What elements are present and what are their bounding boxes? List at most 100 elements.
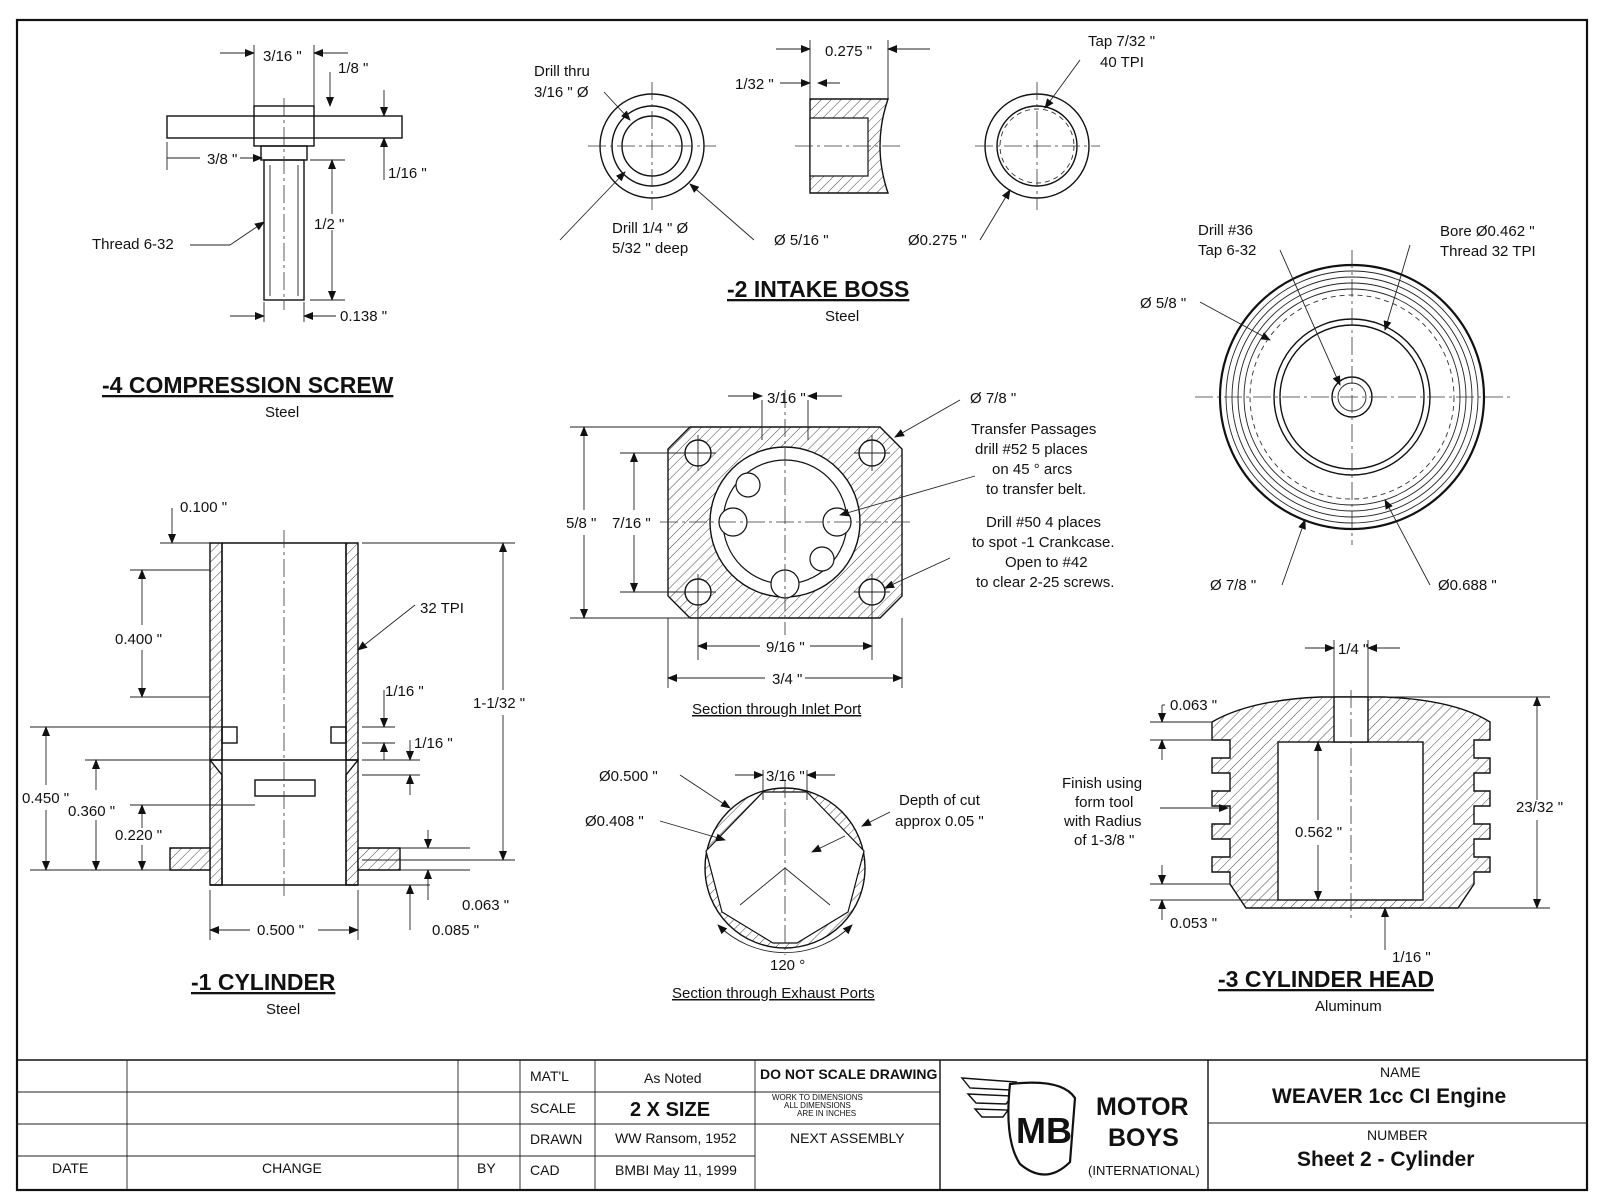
inlet-port-section: 3/16 " Ø 7/8 " 5/8 " 7/16 " 9/16 " 3/4 "… xyxy=(566,390,1115,718)
dim-text: Ø0.688 " xyxy=(1438,577,1497,594)
compression-screw-view: 3/16 " 1/8 " 3/8 " 1/16 " 1/2 " Thread 6… xyxy=(92,45,427,421)
dim-text: 0.500 " xyxy=(257,922,304,939)
exhaust-port-section: Ø0.500 " 3/16 " Ø0.408 " Depth of cut ap… xyxy=(585,768,984,1002)
cylinder-view: 0.100 " 0.400 " 32 TPI 1/16 " 1/16 " 1-1… xyxy=(22,499,525,1018)
dim-text: Depth of cut xyxy=(899,792,981,809)
dim-text: 0.063 " xyxy=(462,897,509,914)
cylinder-head-section: 1/4 " 0.063 " 23/32 " 0.562 " 0.053 " 1/… xyxy=(1062,640,1563,1015)
dim-text: 1/16 " xyxy=(388,165,427,182)
logo-line2: BOYS xyxy=(1108,1124,1179,1152)
dim-text: 0.275 " xyxy=(825,43,872,60)
revision-by-header: BY xyxy=(477,1160,496,1176)
dim-text: 0.138 " xyxy=(340,308,387,325)
title-block: DATE CHANGE BY MAT'L As Noted SCALE 2 X … xyxy=(17,1059,1587,1190)
motor-boys-logo: MB MOTOR BOYS (INTERNATIONAL) xyxy=(960,1077,1200,1178)
number-label: NUMBER xyxy=(1367,1127,1428,1143)
dim-text: 120 ° xyxy=(770,957,805,974)
dim-text: Ø0.500 " xyxy=(599,768,658,785)
dim-text: Ø0.275 " xyxy=(908,232,967,249)
dim-text: 5/8 " xyxy=(566,515,596,532)
dim-text: 3/16 " xyxy=(263,48,302,65)
dim-text: Drill #36 xyxy=(1198,222,1253,239)
dim-text: 1-1/32 " xyxy=(473,695,525,712)
note-text: Drill #50 4 places xyxy=(986,514,1101,531)
sheet-border xyxy=(15,18,1589,1192)
dim-text: 1/8 " xyxy=(338,60,368,77)
note-text: drill #52 5 places xyxy=(975,441,1088,458)
dim-text: 0.085 " xyxy=(432,922,479,939)
do-not-scale-notice: DO NOT SCALE DRAWING xyxy=(760,1066,937,1082)
note-text: with Radius xyxy=(1063,813,1142,830)
matl-value: As Noted xyxy=(644,1070,702,1086)
dim-text: Ø0.408 " xyxy=(585,813,644,830)
dim-text: Ø 7/8 " xyxy=(970,390,1016,407)
dim-text: 3/16 " xyxy=(766,768,805,785)
cad-value: BMBI May 11, 1999 xyxy=(615,1162,737,1178)
note-text: Transfer Passages xyxy=(971,421,1096,438)
dim-text: 0.053 " xyxy=(1170,915,1217,932)
notice-small-text: WORK TO DIMENSIONS xyxy=(772,1093,863,1102)
dim-text: 0.562 " xyxy=(1295,824,1342,841)
dim-text: 23/32 " xyxy=(1516,799,1563,816)
note-text: on 45 ° arcs xyxy=(992,461,1072,478)
part-material: Aluminum xyxy=(1315,998,1382,1015)
dim-text: Ø 5/8 " xyxy=(1140,295,1186,312)
part-title: -3 CYLINDER HEAD xyxy=(1218,966,1434,992)
note-text: form tool xyxy=(1075,794,1133,811)
dim-text: 1/4 " xyxy=(1338,641,1368,658)
dim-text: approx 0.05 " xyxy=(895,813,984,830)
note-text: to spot -1 Crankcase. xyxy=(972,534,1115,551)
note-text: Open to #42 xyxy=(1005,554,1088,571)
dim-text: Thread 32 TPI xyxy=(1440,243,1536,260)
drawing-number: Sheet 2 - Cylinder xyxy=(1297,1148,1474,1171)
dim-text: 0.360 " xyxy=(68,803,115,820)
scale-label: SCALE xyxy=(530,1100,576,1116)
part-title: -4 COMPRESSION SCREW xyxy=(102,372,394,398)
logo-line1: MOTOR xyxy=(1096,1093,1189,1121)
dim-text: 7/16 " xyxy=(612,515,651,532)
dim-text: 3/8 " xyxy=(207,151,237,168)
drawing-name: WEAVER 1cc CI Engine xyxy=(1272,1085,1506,1108)
cylinder-head-plan-view: Drill #36 Tap 6-32 Bore Ø0.462 " Thread … xyxy=(1140,222,1536,594)
next-assembly-label: NEXT ASSEMBLY xyxy=(790,1130,905,1146)
notice-small-text: ARE IN INCHES xyxy=(797,1109,856,1118)
note-text: of 1-3/8 " xyxy=(1074,832,1134,849)
dim-text: 1/16 " xyxy=(1392,949,1431,966)
dim-text: 3/4 " xyxy=(772,671,802,688)
intake-boss-view: Drill thru 3/16 " Ø Drill 1/4 " Ø 5/32 "… xyxy=(534,33,1155,325)
dim-text: Ø 7/8 " xyxy=(1210,577,1256,594)
dim-text: 9/16 " xyxy=(766,639,805,656)
dim-text: 0.100 " xyxy=(180,499,227,516)
dim-text: 1/16 " xyxy=(414,735,453,752)
logo-line3: (INTERNATIONAL) xyxy=(1088,1163,1200,1178)
cad-label: CAD xyxy=(530,1162,560,1178)
part-material: Steel xyxy=(266,1001,300,1018)
dim-text: Drill thru xyxy=(534,63,590,80)
part-material: Steel xyxy=(265,404,299,421)
logo-monogram: MB xyxy=(1016,1110,1072,1151)
name-label: NAME xyxy=(1380,1064,1420,1080)
dim-text: 0.450 " xyxy=(22,790,69,807)
dim-text: Tap 6-32 xyxy=(1198,242,1256,259)
notice-small-text: ALL DIMENSIONS xyxy=(784,1101,851,1110)
dim-text: 0.063 " xyxy=(1170,697,1217,714)
revision-change-header: CHANGE xyxy=(262,1160,322,1176)
revision-date-header: DATE xyxy=(52,1160,88,1176)
note-text: to clear 2-25 screws. xyxy=(976,574,1114,591)
drawn-value: WW Ransom, 1952 xyxy=(615,1130,737,1146)
dim-text: 0.400 " xyxy=(115,631,162,648)
part-material: Steel xyxy=(825,308,859,325)
matl-label: MAT'L xyxy=(530,1068,569,1084)
note-text: to transfer belt. xyxy=(986,481,1086,498)
thread-note: Thread 6-32 xyxy=(92,236,174,253)
dim-text: 1/16 " xyxy=(385,683,424,700)
note-text: Finish using xyxy=(1062,775,1142,792)
dim-text: Tap 7/32 " xyxy=(1088,33,1155,50)
dim-text: 1/2 " xyxy=(314,216,344,233)
scale-value: 2 X SIZE xyxy=(630,1099,710,1121)
dim-text: 1/32 " xyxy=(735,76,774,93)
part-title: -2 INTAKE BOSS xyxy=(727,276,909,302)
dim-text: 40 TPI xyxy=(1100,54,1144,71)
part-title: -1 CYLINDER xyxy=(191,969,336,995)
